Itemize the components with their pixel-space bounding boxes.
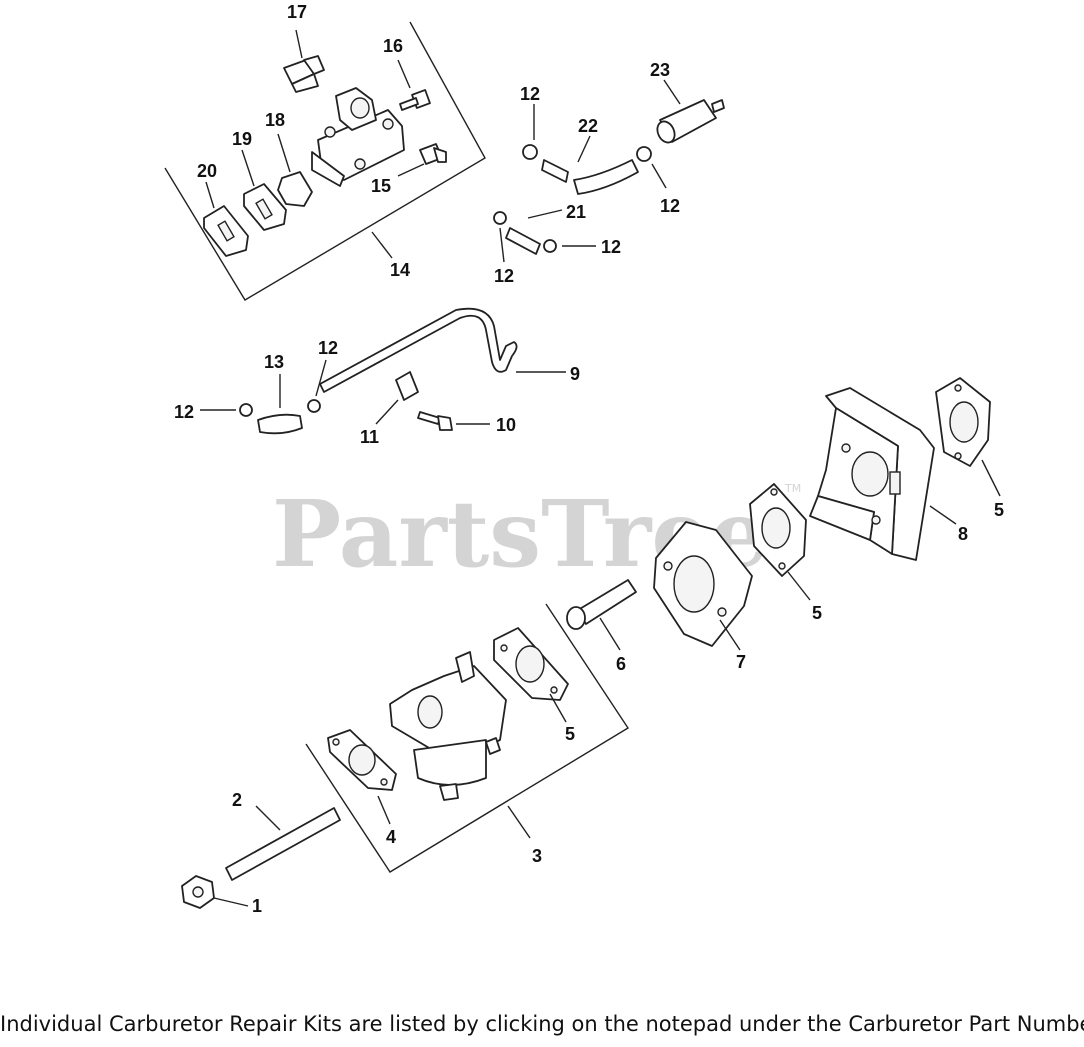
watermark-tm: TM — [784, 482, 801, 495]
callout-5-middle: 5 — [812, 603, 822, 623]
callout-4: 4 — [386, 827, 396, 847]
callout-18: 18 — [265, 110, 285, 130]
leader-19 — [241, 149, 255, 187]
footer-note: Individual Carburetor Repair Kits are li… — [0, 1012, 1084, 1036]
leader-4 — [377, 795, 391, 825]
carburetor-group: 5 8 5 6 7 5 2 4 3 1 — [181, 377, 1004, 916]
hose-clamp-12-top-right[interactable] — [636, 146, 652, 162]
pipe-clip-11[interactable] — [395, 371, 419, 401]
callout-22: 22 — [578, 116, 598, 136]
hose-clamp-12-pipe-left[interactable] — [239, 403, 253, 417]
elbow-fitting-17[interactable] — [283, 55, 325, 93]
callout-1: 1 — [252, 896, 262, 916]
callout-5-lower: 5 — [565, 724, 575, 744]
callout-12-pipe-right: 12 — [318, 338, 338, 358]
callout-15: 15 — [371, 176, 391, 196]
leader-7 — [719, 619, 741, 651]
hose-22[interactable] — [573, 159, 639, 195]
callout-12-mid-right: 12 — [601, 237, 621, 257]
bolt-6[interactable] — [566, 579, 637, 630]
screw-16[interactable] — [399, 89, 431, 111]
leader-12-top-right — [651, 163, 667, 189]
hose-clamp-12-pipe-right[interactable] — [307, 399, 321, 413]
callout-23: 23 — [650, 60, 670, 80]
plate-20[interactable] — [203, 205, 249, 257]
callout-3: 3 — [532, 846, 542, 866]
carburetor-body[interactable] — [389, 651, 507, 801]
gasket-4[interactable] — [327, 729, 397, 791]
callout-13: 13 — [264, 352, 284, 372]
callout-5-top: 5 — [994, 500, 1004, 520]
leader-22 — [577, 135, 591, 163]
fuel-pipe-9[interactable] — [319, 307, 518, 393]
hose-21[interactable] — [505, 227, 541, 255]
callout-11: 11 — [360, 427, 379, 447]
leader-6 — [599, 617, 621, 651]
leader-23 — [663, 79, 681, 105]
hose-clamp-12-mid-left[interactable] — [493, 211, 507, 225]
callout-10: 10 — [496, 415, 516, 435]
callout-8: 8 — [958, 524, 968, 544]
leader-18 — [277, 133, 291, 173]
fuel-filter-23[interactable] — [654, 99, 725, 145]
group-bracket-14 — [164, 21, 486, 301]
leader-1 — [213, 897, 249, 907]
leader-5-top — [981, 459, 1001, 497]
leader-15 — [397, 163, 425, 177]
parts-diagram: PartsTree TM — [164, 2, 1004, 916]
fitting-15[interactable] — [419, 143, 447, 165]
leader-5-lower — [549, 693, 567, 723]
leader-12-pipe-right — [315, 359, 327, 397]
callout-17: 17 — [287, 2, 307, 22]
leader-5-middle — [787, 571, 811, 601]
callout-20: 20 — [197, 161, 217, 181]
group-bracket-3 — [305, 603, 629, 873]
gasket-19[interactable] — [243, 183, 287, 231]
fuel-pump-body[interactable] — [311, 87, 405, 187]
callout-12-top-right: 12 — [660, 196, 680, 216]
callout-6: 6 — [616, 654, 626, 674]
hose-22-short[interactable] — [541, 159, 569, 183]
callout-16: 16 — [383, 36, 403, 56]
callout-9: 9 — [570, 364, 580, 384]
callout-21: 21 — [566, 202, 586, 222]
fuel-line-group: 23 12 22 12 21 12 12 — [493, 60, 725, 286]
callout-19: 19 — [232, 129, 252, 149]
diaphragm-18[interactable] — [277, 171, 313, 207]
leader-8 — [929, 505, 957, 525]
gasket-5-top[interactable] — [935, 377, 991, 467]
leader-2 — [255, 805, 281, 831]
callout-14: 14 — [390, 260, 410, 280]
leader-11 — [375, 399, 399, 425]
hose-clamp-12-mid-right[interactable] — [543, 239, 557, 253]
stud-2[interactable] — [225, 807, 341, 881]
fuel-pump-group: 17 16 18 19 20 15 14 — [164, 2, 486, 301]
spacer-7[interactable] — [653, 521, 753, 647]
leader-20 — [205, 181, 215, 209]
leader-21 — [527, 209, 563, 219]
leader-12-mid-left — [499, 227, 505, 263]
nut-1[interactable] — [181, 875, 215, 909]
callout-12-mid-left: 12 — [494, 266, 514, 286]
callout-7: 7 — [736, 652, 746, 672]
leader-14 — [371, 231, 393, 259]
hose-clamp-12-top-left[interactable] — [522, 144, 538, 160]
callout-12-pipe-left: 12 — [174, 402, 194, 422]
callout-2: 2 — [232, 790, 242, 810]
gasket-5-middle[interactable] — [749, 483, 807, 577]
air-cleaner-base-8[interactable] — [809, 387, 935, 561]
leader-17 — [295, 29, 303, 59]
gasket-5-lower[interactable] — [493, 627, 569, 701]
leader-16 — [397, 59, 411, 89]
callout-12-top-left: 12 — [520, 84, 540, 104]
hose-13[interactable] — [257, 413, 303, 435]
screw-10[interactable] — [417, 411, 453, 431]
fuel-pipe-group: 9 13 12 12 11 10 — [174, 307, 580, 447]
leader-3 — [507, 805, 531, 839]
